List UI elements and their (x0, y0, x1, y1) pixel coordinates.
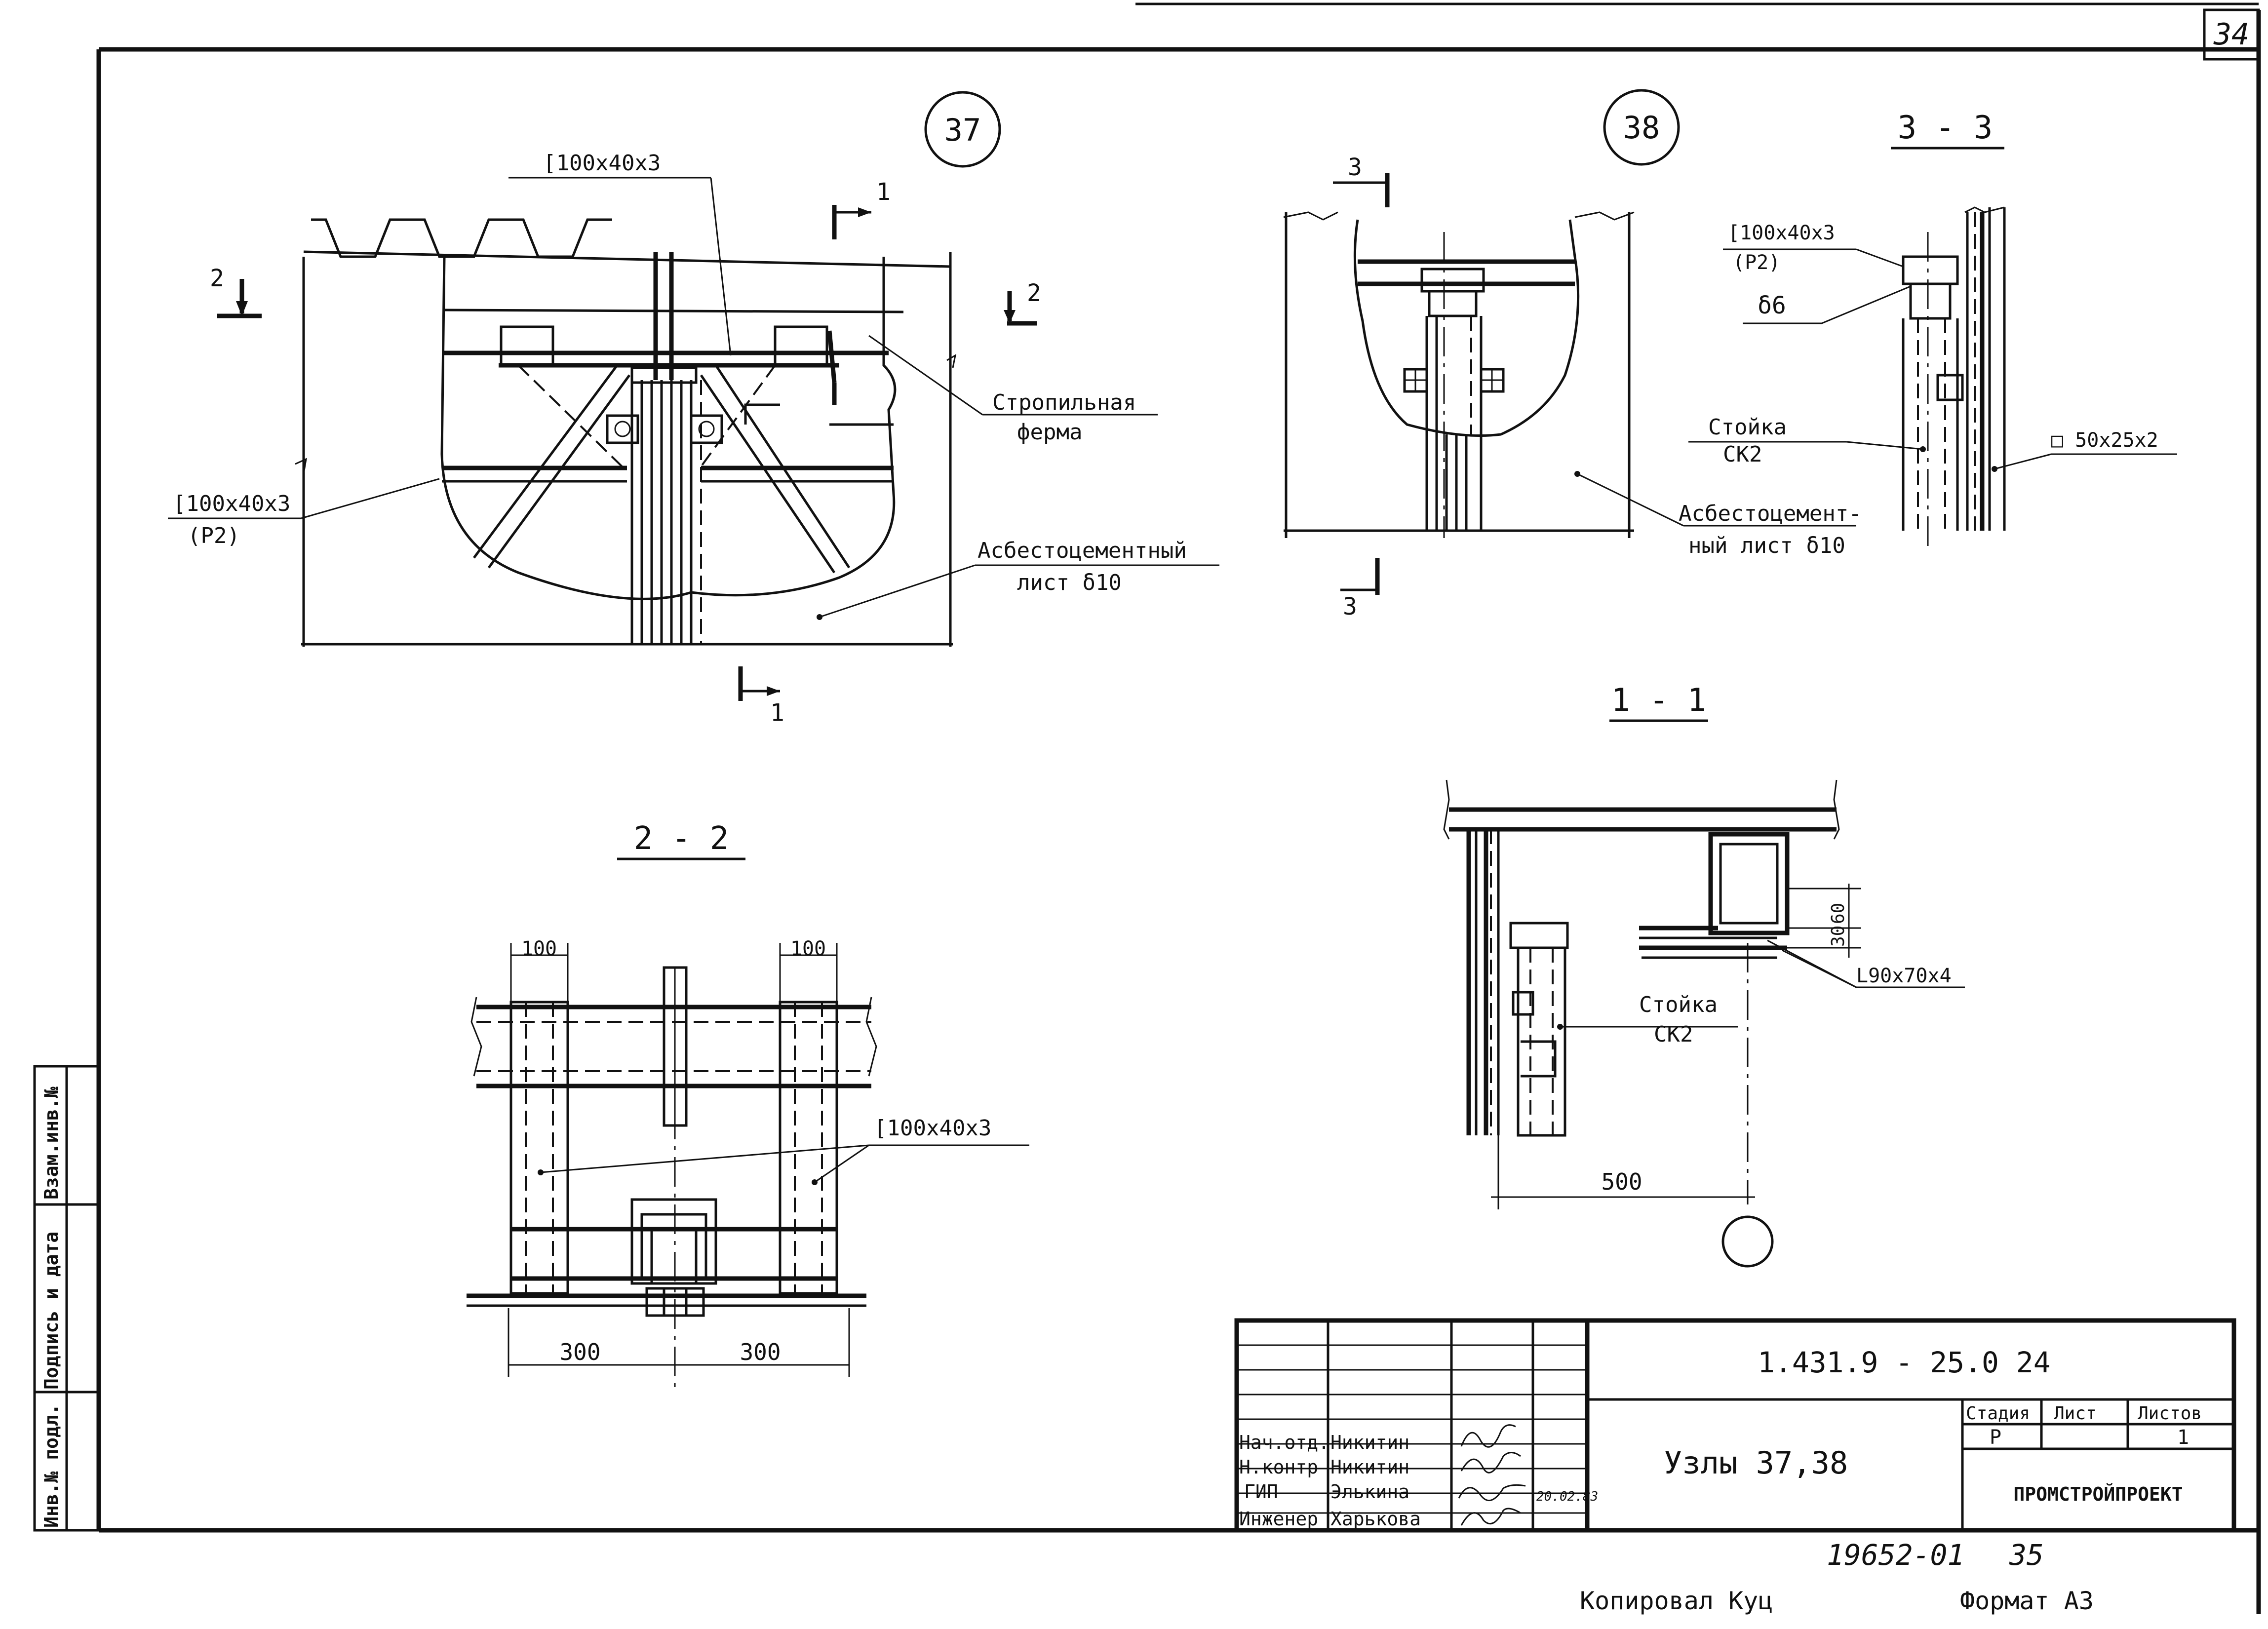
node-38-label-sheet-1: Асбестоцемент- (1679, 501, 1862, 526)
section-1-1-dim-60: 60 (1828, 903, 1848, 924)
sheet-number: 34 (2213, 17, 2249, 52)
inventory-suffix: 35 (2009, 1538, 2044, 1572)
sign-role-4: Инженер (1239, 1508, 1318, 1530)
section-3-3-label-channel: [100x40x3 (1728, 222, 1835, 244)
cut-3-bottom-label: 3 (1343, 593, 1357, 621)
cut-1-bottom-label: 1 (770, 699, 784, 727)
sign-role-1: Нач.отд. (1239, 1432, 1330, 1453)
node-37-label-channel-top: [100x40x3 (543, 151, 661, 176)
cut-3-top-label: 3 (1348, 154, 1362, 181)
title-block-stage: Р (1990, 1426, 2001, 1449)
title-block-organization: ПРОМСТРОЙПРОЕКТ (2013, 1483, 2183, 1505)
sign-role-3: ГИП (1244, 1481, 1278, 1503)
section-3-3-view: 3 - 3 [100x40x3 (Р2) δ6 Стойка СК2 (1688, 110, 2177, 548)
section-2-2-dim-top-left: 100 (521, 937, 557, 960)
section-2-2-title: 2 - 2 (634, 820, 729, 857)
sheet-footer: 19652-01 35 Копировал Куц Формат А3 (1580, 1538, 2094, 1615)
section-3-3-label-weld: δ6 (1758, 292, 1786, 319)
section-2-2-label-channel: [100x40x3 (874, 1116, 991, 1141)
title-block-code: 1.431.9 - 25.0 24 (1758, 1346, 2051, 1379)
section-3-3-label-post-1: Стойка (1708, 415, 1787, 440)
sign-name-3: Элькина (1330, 1481, 1409, 1503)
node-38-view: 38 3 3 (1283, 89, 1862, 621)
handwritten-signatures (1458, 1424, 1526, 1526)
node-37-label-sheet-2: лист δ10 (1017, 570, 1122, 595)
node-37-marker (924, 91, 1001, 168)
title-block-sheet-header: Лист (2054, 1403, 2097, 1424)
node-37-label-sheet-1: Асбестоцементный (978, 538, 1187, 563)
sign-name-4: Харькова (1330, 1508, 1421, 1530)
sign-date: 20.02.83 (1536, 1489, 1598, 1504)
node-38-number: 38 (1623, 110, 1660, 146)
node-37-label-truss-1: Стропильная (992, 390, 1136, 415)
section-3-3-label-tube: □ 50x25x2 (2051, 429, 2158, 452)
sheet-frame: 34 (96, 2, 2261, 1614)
node-37-label-truss-2: ферма (1017, 420, 1082, 445)
node-38-marker (1603, 89, 1680, 166)
section-2-2-dim-bottom-left: 300 (559, 1339, 600, 1365)
title-block-title: Узлы 37,38 (1664, 1445, 1848, 1481)
sheet-format: Формат А3 (1960, 1587, 2094, 1615)
node-38-label-sheet-2: ный лист δ10 (1688, 533, 1845, 558)
section-3-3-label-mark: (Р2) (1733, 251, 1780, 274)
section-1-1-dim-30: 30 (1828, 926, 1848, 947)
section-3-3-label-post-2: СК2 (1723, 442, 1762, 467)
side-stamp-inv-orig: Инв.№ подл. (40, 1403, 62, 1528)
cut-1-top-label: 1 (876, 178, 891, 206)
side-stamp-sign-date: Подпись и дата (40, 1232, 62, 1390)
section-1-1-axis-marker (1721, 1215, 1774, 1268)
section-1-1-label-post-1: Стойка (1639, 992, 1718, 1017)
side-stamp: Взам.инв.№ Подпись и дата Инв.№ подл. (33, 1065, 100, 1532)
section-1-1-label-angle: L90x70x4 (1856, 965, 1952, 987)
inventory-number: 19652-01 (1827, 1538, 1964, 1572)
section-1-1-dim-500: 500 (1601, 1168, 1642, 1195)
section-2-2-dim-bottom-right: 300 (740, 1339, 781, 1365)
title-block: 1.431.9 - 25.0 24 Узлы 37,38 Стадия Лист… (1234, 1318, 2236, 1533)
section-1-1-label-post-2: СК2 (1654, 1022, 1693, 1047)
sign-name-2: Никитин (1330, 1456, 1409, 1478)
node-37-number: 37 (944, 112, 981, 148)
section-3-3-title: 3 - 3 (1898, 110, 1993, 146)
title-block-sheets-header: Листов (2138, 1403, 2202, 1424)
node-37-label-channel-left-mark: (Р2) (188, 523, 240, 548)
copied-by: Копировал Куц (1580, 1587, 1773, 1615)
sign-role-2: Н.контр (1239, 1456, 1318, 1478)
node-37-view: 37 (168, 91, 1219, 727)
side-stamp-replace: Взам.инв.№ (40, 1086, 62, 1200)
sign-name-1: Никитин (1330, 1432, 1409, 1453)
title-block-stage-header: Стадия (1966, 1403, 2030, 1424)
section-1-1-title: 1 - 1 (1611, 682, 1707, 719)
node-37-label-channel-left: [100x40x3 (173, 491, 290, 516)
cut-2-left-label: 2 (210, 265, 224, 292)
cut-2-right-label: 2 (1027, 279, 1041, 307)
section-2-2-view: 2 - 2 (467, 820, 1029, 1392)
section-2-2-dim-top-right: 100 (790, 937, 826, 960)
section-1-1-view: 1 - 1 60 30 (1443, 682, 1965, 1268)
title-block-sheets-total: 1 (2177, 1426, 2189, 1449)
